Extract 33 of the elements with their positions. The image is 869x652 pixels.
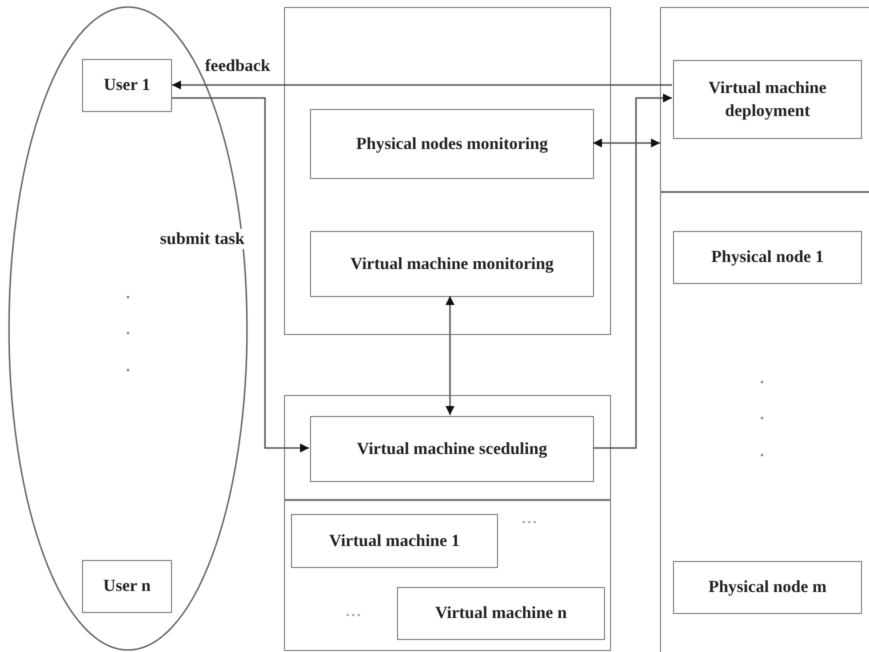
arrow — [172, 80, 672, 90]
box-label: Physical node m — [707, 576, 828, 598]
process-box — [310, 416, 594, 482]
process-box — [673, 60, 862, 139]
container-box — [284, 395, 611, 500]
process-box — [397, 587, 605, 640]
box-label: User 1 — [102, 74, 152, 96]
container-box — [284, 500, 611, 651]
container-box — [660, 7, 869, 192]
container-box — [284, 7, 611, 335]
box-label: Virtual machine sceduling — [356, 438, 548, 460]
box-label: Virtual machine monitoring — [349, 252, 555, 275]
box-label: Virtual machine n — [434, 602, 568, 624]
container-box — [660, 192, 869, 652]
process-box — [673, 231, 862, 284]
process-box — [673, 561, 862, 614]
ellipsis-text: ... — [522, 512, 538, 528]
process-box — [82, 560, 172, 613]
box-label: Virtual machine deployment — [708, 77, 828, 122]
box-label: Virtual machine 1 — [328, 530, 461, 552]
arrow — [172, 97, 309, 452]
process-box — [291, 514, 498, 568]
box-label: User n — [102, 575, 152, 598]
ellipsis-text: ... — [346, 605, 362, 621]
arrow — [593, 94, 672, 449]
process-box — [82, 59, 172, 112]
process-box — [310, 231, 594, 297]
process-box — [310, 109, 594, 179]
edge-label: submit task — [158, 229, 247, 249]
box-label: Physical nodes monitoring — [355, 132, 549, 155]
arrow — [593, 138, 660, 148]
box-label: Physical node 1 — [710, 246, 825, 268]
arrow — [446, 296, 454, 415]
